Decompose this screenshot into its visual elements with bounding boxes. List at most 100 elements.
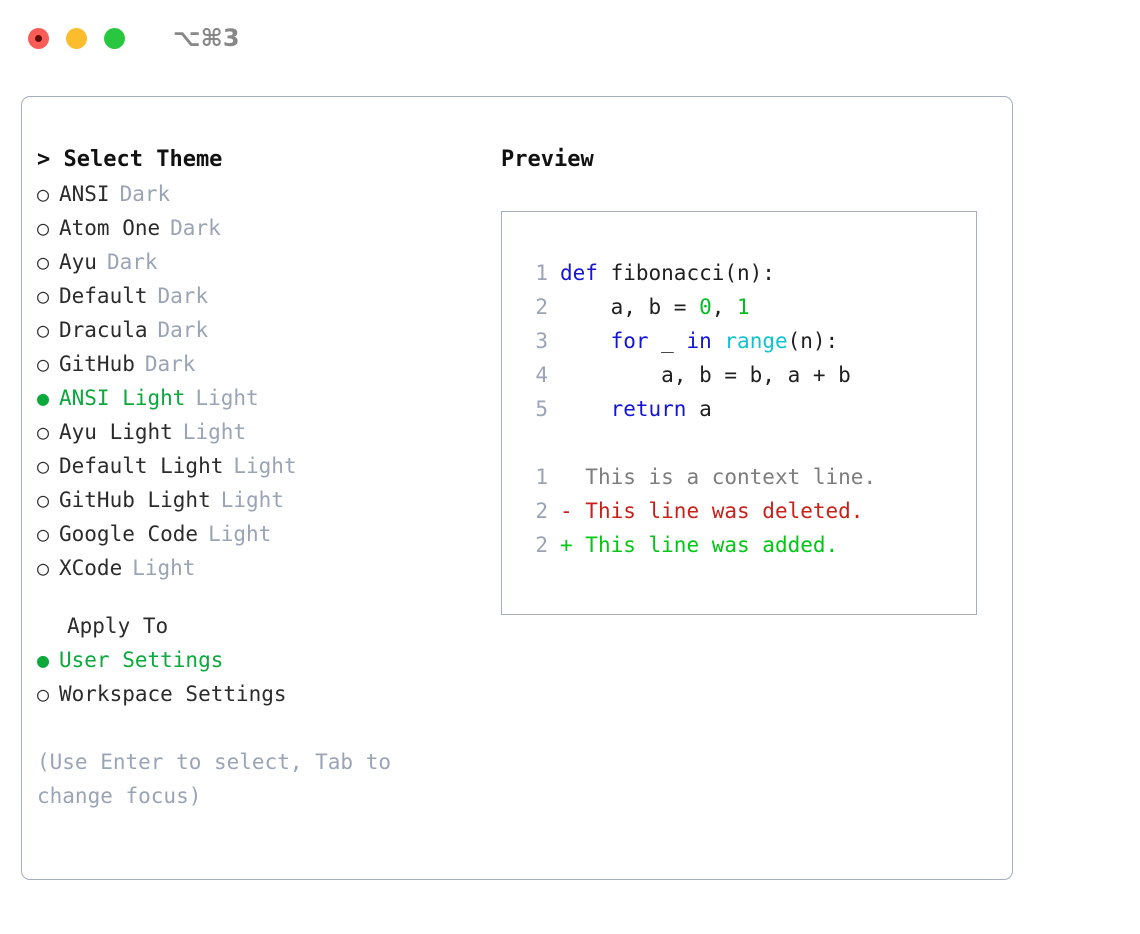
diff-line-number: 1 (535, 465, 548, 489)
radio-unselected-icon: ○ (37, 488, 50, 512)
apply-to-option-label: User Settings (59, 648, 224, 672)
theme-variant-tag: Light (220, 488, 284, 512)
theme-option-ansi[interactable]: ○ ANSI Dark (37, 177, 492, 211)
theme-option-label: Ayu Light (59, 420, 173, 444)
theme-option-label: Dracula (59, 318, 148, 342)
code-token-kw: return (610, 397, 687, 421)
theme-variant-tag: Dark (144, 352, 196, 376)
diff-line-del: 2- This line was deleted. (514, 494, 976, 528)
theme-variant-tag: Light (233, 454, 297, 478)
maximize-button[interactable] (104, 27, 125, 49)
code-line: 5 return a (514, 392, 976, 426)
theme-variant-tag: Dark (106, 250, 158, 274)
diff-line-content: This line was deleted. (572, 499, 864, 523)
apply-to-option-workspace-settings[interactable]: ○ Workspace Settings (37, 677, 492, 711)
theme-option-google-code[interactable]: ○ Google Code Light (37, 517, 492, 551)
theme-variant-tag: Dark (170, 216, 221, 240)
code-token-plain (712, 329, 725, 353)
theme-option-label: Ayu (59, 250, 97, 274)
code-token-num: 0 (699, 295, 712, 319)
code-line-number: 3 (535, 329, 548, 353)
theme-option-ayu-light[interactable]: ○ Ayu Light Light (37, 415, 492, 449)
theme-option-label: ANSI Light (59, 386, 186, 410)
code-token-kw: for (610, 329, 649, 353)
code-line-content: def fibonacci(n): (560, 256, 775, 290)
theme-variant-tag: Light (195, 386, 259, 410)
theme-option-ansi-light[interactable]: ● ANSI Light Light (37, 381, 492, 415)
code-token-plain: a, b = (560, 295, 700, 319)
code-line-content: a, b = 0, 1 (560, 290, 750, 324)
theme-option-github[interactable]: ○ GitHub Dark (37, 347, 492, 381)
theme-variant-tag: Dark (157, 284, 209, 308)
diff-line-ctx: 1 This is a context line. (514, 460, 976, 494)
diff-line-content: This line was added. (572, 533, 839, 557)
theme-option-github-light[interactable]: ○ GitHub Light Light (37, 483, 492, 517)
code-token-fn: range (724, 329, 788, 353)
code-token-kw: in (686, 329, 712, 353)
apply-to-option-user-settings[interactable]: ● User Settings (37, 643, 492, 677)
radio-selected-icon: ● (37, 386, 50, 410)
diff-marker: + (560, 533, 573, 557)
keyboard-hint-text: (Use Enter to select, Tab to change focu… (37, 750, 392, 808)
section-spacer (37, 585, 492, 609)
diff-line-number: 2 (535, 499, 548, 523)
radio-unselected-icon: ○ (37, 250, 50, 274)
apply-to-option-list: ● User Settings ○ Workspace Settings (37, 643, 492, 711)
code-token-kw: def (560, 261, 598, 285)
radio-unselected-icon: ○ (37, 420, 50, 444)
apply-to-option-label: Workspace Settings (59, 682, 287, 706)
minimize-button[interactable] (66, 27, 87, 49)
code-line-content: return a (560, 392, 712, 426)
radio-unselected-icon: ○ (37, 556, 50, 580)
theme-variant-tag: Light (182, 420, 247, 444)
code-line: 2 a, b = 0, 1 (514, 290, 976, 324)
theme-variant-tag: Dark (157, 318, 209, 342)
radio-unselected-icon: ○ (37, 454, 50, 478)
code-line-content: a, b = b, a + b (560, 358, 851, 392)
code-token-plain: a (686, 397, 712, 421)
theme-option-label: GitHub (59, 352, 135, 376)
code-line: 1 def fibonacci(n): (514, 256, 976, 290)
code-token-plain: _ (648, 329, 687, 353)
theme-option-default-light[interactable]: ○ Default Light Light (37, 449, 492, 483)
code-line-number: 1 (535, 261, 548, 285)
theme-option-ayu[interactable]: ○ Ayu Dark (37, 245, 492, 279)
title-bar: ⌥⌘3 (0, 0, 1140, 76)
code-token-num: 1 (737, 295, 750, 319)
diff-line-content: This is a context line. (572, 465, 877, 489)
code-token-plain: (n): (787, 329, 839, 353)
radio-unselected-icon: ○ (37, 682, 50, 706)
code-line-number: 2 (535, 295, 548, 319)
close-button[interactable] (28, 27, 49, 49)
radio-unselected-icon: ○ (37, 522, 50, 546)
code-token-plain: a, b = b, a + b (560, 363, 851, 387)
radio-selected-icon: ● (37, 648, 50, 672)
radio-unselected-icon: ○ (37, 182, 50, 206)
theme-option-label: Default Light (59, 454, 224, 478)
theme-option-label: GitHub Light (59, 488, 211, 512)
theme-variant-tag: Dark (119, 182, 171, 206)
theme-option-label: ANSI (59, 182, 110, 206)
code-token-plain (560, 329, 611, 353)
code-line-number: 4 (535, 363, 548, 387)
radio-unselected-icon: ○ (37, 352, 50, 376)
apply-to-heading: Apply To (67, 614, 169, 638)
select-theme-heading: > Select Theme (37, 147, 223, 172)
diff-marker: - (560, 499, 573, 523)
theme-option-label: Google Code (59, 522, 199, 546)
code-line: 3 for _ in range(n): (514, 324, 976, 358)
theme-variant-tag: Light (208, 522, 272, 546)
diff-line-add: 2+ This line was added. (514, 528, 976, 562)
diff-marker (560, 460, 573, 494)
